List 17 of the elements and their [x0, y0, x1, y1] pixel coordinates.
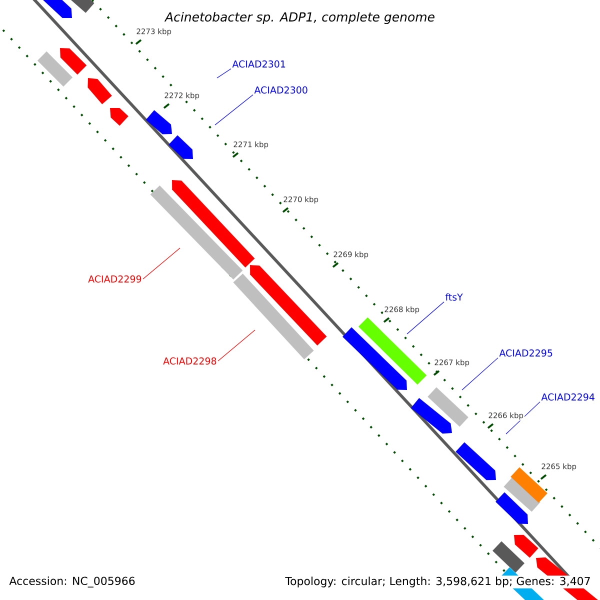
gene-label: ACIAD2299 — [88, 275, 142, 283]
leader-line — [218, 330, 256, 362]
gene-label: ACIAD2298 — [163, 357, 216, 365]
leader-line — [216, 68, 232, 78]
leader-line — [462, 358, 498, 390]
leader-line — [406, 302, 444, 334]
gene-label: ACIAD2301 — [232, 60, 286, 68]
leader-line — [142, 248, 180, 280]
gene-label: ftsY — [445, 293, 463, 301]
leader-line — [214, 94, 254, 126]
gene-label: ACIAD2295 — [499, 349, 552, 357]
title: Acinetobacter sp. ADP1, complete genome — [164, 12, 434, 24]
gene-label: ACIAD2300 — [254, 86, 308, 94]
info-text: Accession: NC_005966 — [8, 576, 136, 588]
gene-label: ACIAD2294 — [541, 393, 594, 401]
info-text: Topology: circular; Length: 3,598,621 bp; Genes: 3,407 — [284, 576, 592, 588]
leader-line — [506, 402, 540, 434]
